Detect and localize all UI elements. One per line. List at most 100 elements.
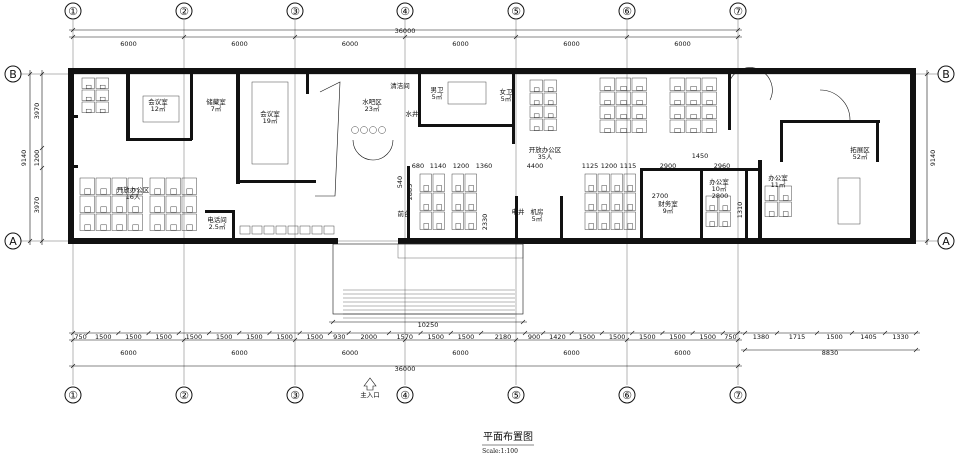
workstation-desk [529,105,543,118]
grid-label-row: B [942,68,950,81]
furniture-layout [79,77,861,235]
office-chair [547,126,554,131]
workstation-desk [701,119,717,133]
grid-bubble-row [937,65,955,83]
dim-bottom-detail: 2000 [361,333,378,341]
lounge-seat [275,225,287,235]
wall-segment [745,168,748,240]
office-chair [588,185,594,192]
grid-label-col: ③ [290,5,300,18]
wall-segment [306,74,309,94]
grid-label-col: ① [68,389,78,402]
office-chair [768,195,775,201]
dim-tick [70,34,76,40]
dim-bottom-detail: 750 [74,333,86,341]
workstation-desk [529,79,543,92]
grid-bubble-col [64,2,82,20]
dim-bottom-detail: 1500 [186,333,203,341]
room-area-phone-room: 2.5㎡ [209,222,226,231]
office-chair [601,185,607,192]
room-name-open-office-left: 开放办公区 [117,185,150,194]
dim-top-total: 36000 [395,27,416,35]
expansion-table [837,177,861,225]
workstation-desk [615,77,631,91]
workstation-desk [685,77,701,91]
main-entrance-marker: 主入口 [360,377,380,399]
dim-tick [70,330,76,336]
workstation-desk [111,177,127,195]
office-chair [547,100,554,105]
dim-tick [39,238,45,244]
dim-tick [913,347,919,353]
office-chair [782,211,789,217]
dim-tick [176,330,182,336]
wall-segment [780,120,880,123]
dim-tick [292,34,298,40]
room-name-mens-wc: 男卫 [431,86,445,94]
room-area-meeting-large: 19㎡ [263,116,278,125]
grid-bubble-col [175,386,193,404]
dim-tick [624,337,630,343]
workstation-desk [95,101,109,113]
dim-bottom-detail: 750 [724,333,736,341]
dim-inner: 1115 [620,162,637,170]
workstation-desk [81,89,95,101]
dim-bottom-span: 6000 [452,349,469,357]
office-chair [604,86,611,91]
office-chair [99,84,106,90]
dim-tick [39,165,45,171]
workstation-desk [181,213,197,231]
dim-tick [513,337,519,343]
office-chair [614,223,620,230]
grid-label-col: ⑥ [622,389,632,402]
wall-segment [126,138,192,141]
entrance-arrow-icon [363,377,377,391]
workstation-desk [419,192,432,211]
workstation-desk [529,92,543,105]
grid-label-col: ② [179,389,189,402]
office-chair [132,224,139,231]
workstation-desk [584,173,597,192]
dim-bottom-detail: 1570 [397,333,414,341]
dim-bottom-detail: 900 [528,333,540,341]
office-chair [116,206,123,213]
office-chair [627,185,633,192]
dim-tick [27,238,33,244]
office-chair [547,113,554,118]
workstation-desk [623,211,636,230]
office-chair [85,96,92,102]
dim-inner: 2800 [712,192,729,200]
dim-bottom-right-detail: 1715 [789,333,806,341]
dim-tick [720,330,726,336]
dim-tick [297,330,302,336]
drawing-scale: Scale:1:100 [482,448,518,455]
wall-segment [758,160,762,240]
dim-bottom-detail: 930 [333,333,345,341]
dim-tick [267,330,272,336]
workstation-desk [79,213,95,231]
dim-bottom-right-total: 8830 [822,349,839,357]
office-chair [170,206,177,213]
workstation-desk [597,192,610,211]
office-chair [100,188,107,195]
dim-inner: 1125 [582,162,599,170]
curved-display-wall [819,89,851,121]
workstation-desk [419,173,432,192]
wall-segment [205,210,235,213]
room-name-finance: 财务室 [658,199,678,208]
office-chair [636,86,643,91]
office-chair [436,204,442,211]
office-chair [186,206,193,213]
workstation-desk [529,118,543,131]
dim-bottom-detail: 1500 [609,333,626,341]
dim-tick [39,71,45,77]
water-bar-curve [352,139,394,161]
room-labels: 会议室12㎡储藏室7㎡会议室19㎡水吧区23㎡男卫5㎡女卫5㎡开放办公区35人开… [117,81,871,231]
office-chair [636,114,643,119]
drawing-title: 平面布置图 [483,431,533,443]
office-chair [116,188,123,195]
workstation-desk [599,105,615,119]
entrance-vestibule [397,243,524,259]
